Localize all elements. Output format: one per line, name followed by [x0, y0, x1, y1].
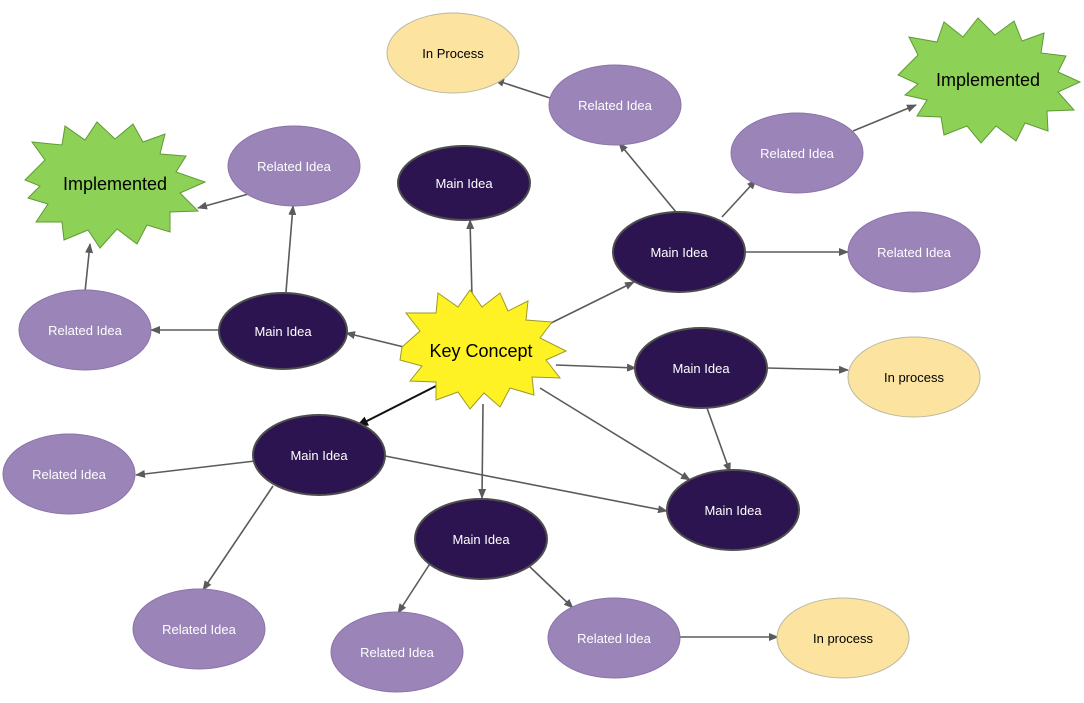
arrow-main-right-to-main-lower-right — [706, 407, 731, 473]
in-process-top-ellipse — [386, 12, 520, 94]
implemented-left-starburst — [24, 121, 207, 249]
arrow-key-to-main-left — [345, 331, 409, 349]
implemented-left-label: Implemented — [63, 174, 167, 194]
arrow-key-to-main-bottom — [478, 403, 487, 499]
arrow-main-lower-left-to-related-far-left — [135, 460, 256, 478]
arrow-related-left-to-implemented — [84, 243, 94, 293]
related-idea-far-left-label: Related Idea — [32, 467, 106, 482]
main-idea-upper-right-node: Main Idea — [612, 211, 746, 293]
related-idea-left-node: Related Idea — [18, 289, 152, 371]
related-idea-top-center-label: Related Idea — [578, 98, 652, 113]
arrow-key-to-main-right — [555, 363, 637, 372]
main-idea-lower-left-ellipse — [252, 414, 386, 496]
main-idea-top-label: Main Idea — [435, 176, 493, 191]
main-idea-left-node: Main Idea — [218, 292, 348, 370]
related-idea-bottom-left-label: Related Idea — [162, 622, 236, 637]
related-idea-upper-right-ellipse — [730, 112, 864, 194]
arrow-key-to-main-lower-right — [539, 387, 691, 481]
arrow-main-upper-right-to-related-upper-right — [721, 179, 757, 218]
main-idea-lower-left-label: Main Idea — [290, 448, 348, 463]
related-idea-top-center-node: Related Idea — [548, 64, 682, 146]
related-idea-right-label: Related Idea — [877, 245, 951, 260]
main-idea-lower-right-ellipse — [666, 469, 800, 551]
related-idea-bottom-left-node: Related Idea — [132, 588, 266, 670]
main-idea-bottom-label: Main Idea — [452, 532, 510, 547]
related-idea-upper-right-label: Related Idea — [760, 146, 834, 161]
implemented-left-node: Implemented — [24, 121, 207, 249]
implemented-right-starburst — [897, 17, 1082, 144]
related-idea-bottom-left-ellipse — [132, 588, 266, 670]
implemented-right-label: Implemented — [936, 70, 1040, 90]
related-idea-bottom-right-ellipse — [547, 597, 681, 679]
related-idea-left-label: Related Idea — [48, 323, 122, 338]
main-idea-top-ellipse — [397, 145, 531, 221]
main-idea-lower-left-node: Main Idea — [252, 414, 386, 496]
arrow-main-right-to-in-process — [766, 365, 849, 374]
arrow-main-lower-left-to-related-bottom-left — [202, 485, 274, 591]
related-idea-bottom-right-label: Related Idea — [577, 631, 651, 646]
main-idea-lower-right-label: Main Idea — [704, 503, 762, 518]
main-idea-right-node: Main Idea — [634, 327, 768, 409]
main-idea-lower-right-node: Main Idea — [666, 469, 800, 551]
related-idea-upper-left-ellipse — [227, 125, 361, 207]
main-idea-right-label: Main Idea — [672, 361, 730, 376]
main-idea-upper-right-label: Main Idea — [650, 245, 708, 260]
connectors — [84, 78, 917, 641]
key-concept-starburst — [399, 289, 568, 410]
arrow-related-upper-right-to-implemented — [852, 104, 917, 132]
in-process-top-label: In Process — [422, 46, 484, 61]
related-idea-bottom-right-node: Related Idea — [547, 597, 681, 679]
arrow-key-to-main-lower-left — [356, 385, 437, 427]
main-idea-bottom-node: Main Idea — [414, 498, 548, 580]
related-idea-bottom-center-node: Related Idea — [330, 611, 464, 693]
main-idea-upper-right-ellipse — [612, 211, 746, 293]
related-idea-top-center-ellipse — [548, 64, 682, 146]
related-idea-bottom-center-ellipse — [330, 611, 464, 693]
in-process-right-ellipse — [847, 336, 981, 418]
related-idea-far-left-ellipse — [2, 433, 136, 515]
arrow-main-bottom-to-related-bottom-right — [528, 565, 574, 609]
main-idea-left-ellipse — [218, 292, 348, 370]
main-idea-left-label: Main Idea — [254, 324, 312, 339]
main-idea-top-node: Main Idea — [397, 145, 531, 221]
related-idea-left-ellipse — [18, 289, 152, 371]
in-process-bottom-label: In process — [813, 631, 873, 646]
key-concept-label: Key Concept — [429, 341, 532, 361]
arrow-main-bottom-to-related-bottom-center — [397, 561, 432, 614]
main-idea-right-ellipse — [634, 327, 768, 409]
related-idea-far-left-node: Related Idea — [2, 433, 136, 515]
implemented-right-node: Implemented — [897, 17, 1082, 144]
main-idea-bottom-ellipse — [414, 498, 548, 580]
related-idea-right-node: Related Idea — [847, 211, 981, 293]
arrow-main-left-to-related-upper-left — [285, 205, 297, 293]
in-process-right-label: In process — [884, 370, 944, 385]
arrow-key-to-main-top — [466, 219, 475, 298]
arrow-related-top-to-in-process — [494, 78, 551, 99]
in-process-right-node: In process — [847, 336, 981, 418]
related-idea-upper-left-node: Related Idea — [227, 125, 361, 207]
in-process-bottom-node: In process — [776, 597, 910, 679]
related-idea-upper-right-node: Related Idea — [730, 112, 864, 194]
in-process-bottom-ellipse — [776, 597, 910, 679]
related-idea-upper-left-label: Related Idea — [257, 159, 331, 174]
arrow-key-to-main-upper-right — [544, 281, 635, 327]
arrow-related-upper-left-to-implemented — [197, 192, 253, 210]
related-idea-bottom-center-label: Related Idea — [360, 645, 434, 660]
in-process-top-node: In Process — [386, 12, 520, 94]
arrow-main-upper-right-to-related-top — [618, 142, 677, 213]
related-idea-right-ellipse — [847, 211, 981, 293]
key-concept-node: Key Concept — [399, 289, 568, 410]
arrow-main-lower-left-to-main-lower-right — [384, 455, 668, 514]
